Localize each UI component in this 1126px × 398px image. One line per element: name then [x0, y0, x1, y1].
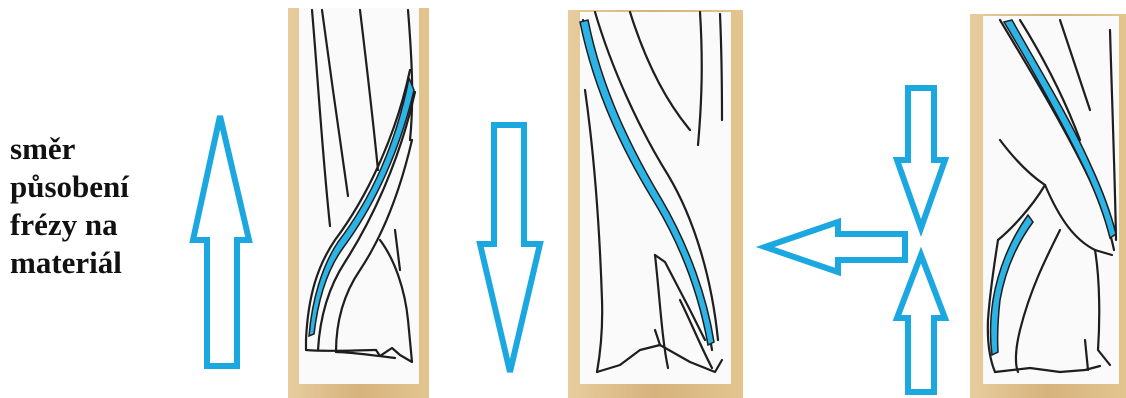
- compression-arrow-left: [765, 222, 905, 272]
- compression-arrow-up: [897, 255, 945, 392]
- upcut-bit-panel: [288, 8, 429, 398]
- compression-bit-panel: [970, 14, 1126, 398]
- compression-arrows: [765, 88, 945, 392]
- down-arrow: [480, 125, 540, 372]
- downcut-bit-panel: [568, 10, 743, 398]
- compression-arrow-down: [897, 88, 945, 228]
- up-arrow: [193, 116, 249, 366]
